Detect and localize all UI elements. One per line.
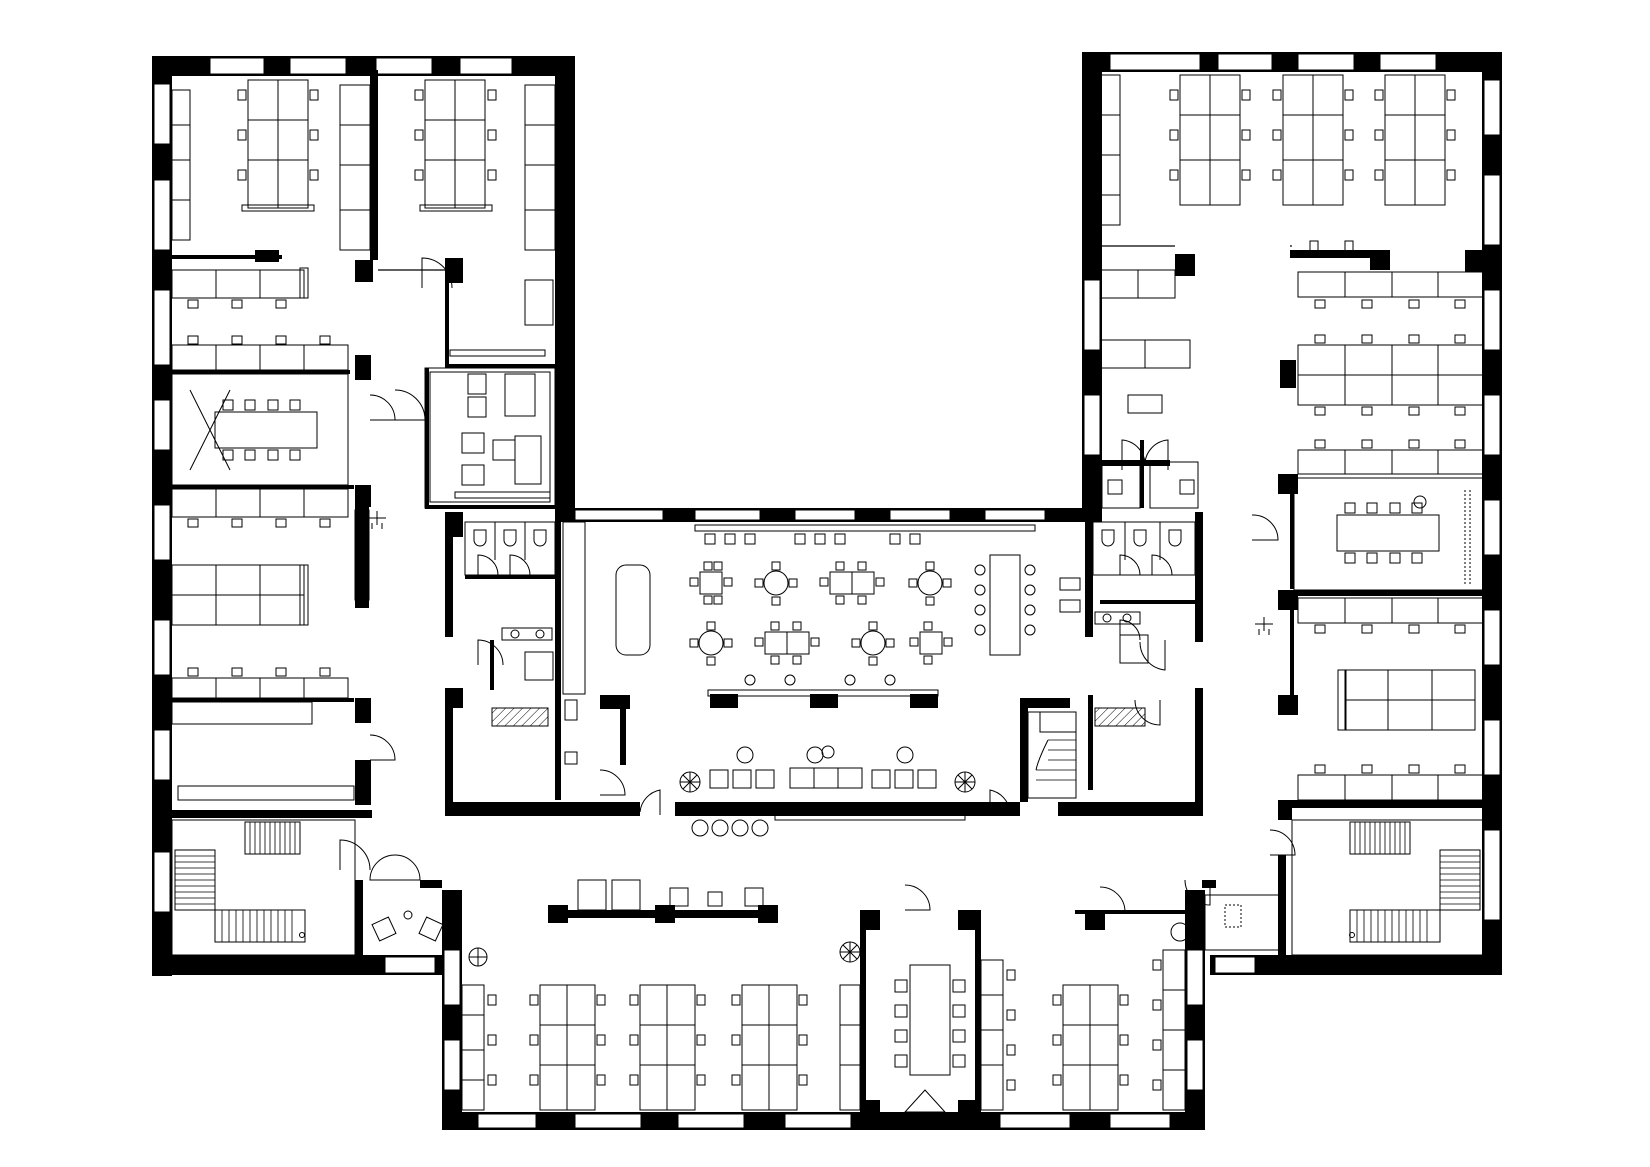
west-meeting-chairs [222,399,301,461]
center-stair [1027,711,1077,799]
east-entry [1204,894,1281,951]
lobby-furniture [577,879,764,911]
east-wing-furniture [1099,74,1485,801]
east-meeting-chairs [1344,502,1423,564]
person-icons [368,240,1354,635]
west-wing-furniture [171,79,556,801]
south-desk-chairs [487,959,1162,1091]
east-desk-chairs [1169,89,1466,774]
east-stair [1291,819,1485,956]
west-restrooms [464,521,578,765]
lounge-room [424,367,556,509]
windows [153,53,1501,1129]
south-wing-furniture [461,922,1190,1111]
lobby-chairs [371,910,444,942]
plant-icons [468,495,1427,967]
south-meeting-chairs [894,979,966,1068]
east-restrooms [1059,521,1196,727]
west-desk-chairs [187,89,497,677]
cafe-tables [689,561,953,666]
cafeteria [562,521,1036,821]
interior-walls [172,70,1485,1130]
west-stair [171,819,356,956]
doors [189,257,1296,1113]
